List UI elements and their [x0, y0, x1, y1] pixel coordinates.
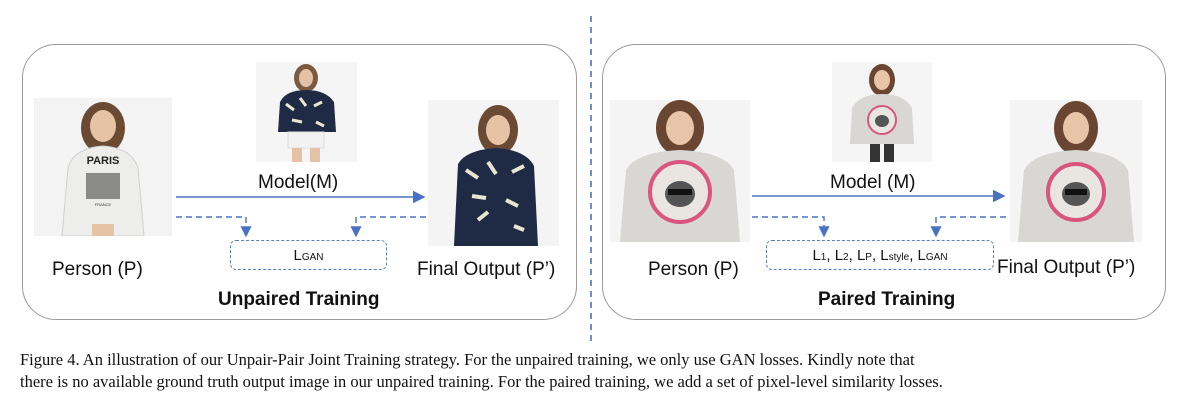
person-photo-right	[610, 100, 750, 242]
person-photo-left: PARIS FRANCE	[34, 98, 172, 236]
gan-loss-term: LGAN	[293, 246, 324, 264]
loss-lp: LP	[856, 246, 872, 264]
loss-l1: L1	[812, 246, 827, 264]
caption-line-2: there is no available ground truth outpu…	[20, 372, 943, 391]
loss-l2: L2	[834, 246, 849, 264]
gan-loss-box: LGAN	[230, 240, 387, 270]
model-photo-right	[832, 62, 932, 162]
caption-line-1: Figure 4. An illustration of our Unpair-…	[20, 350, 915, 369]
output-label-right: Final Output (P’)	[997, 257, 1136, 278]
output-photo-left	[428, 100, 559, 246]
loss-lstyle: Lstyle	[880, 246, 910, 264]
paired-loss-box: L1, L2, LP, Lstyle, LGAN	[766, 240, 994, 270]
loss-lgan: LGAN	[917, 246, 948, 264]
model-label-right: Model (M)	[830, 172, 916, 193]
person-label-left: Person (P)	[52, 259, 143, 280]
dashed-arrow-output-to-loss-left	[350, 216, 426, 238]
dashed-arrow-person-to-loss-left	[176, 216, 252, 238]
dashed-arrow-person-to-loss-right	[752, 216, 830, 238]
figure-caption: Figure 4. An illustration of our Unpair-…	[20, 349, 1165, 393]
output-label-left: Final Output (P’)	[417, 259, 556, 280]
model-photo-left	[256, 62, 357, 162]
tshirt-print-text: PARIS	[87, 155, 120, 167]
dashed-arrow-output-to-loss-right	[930, 216, 1006, 238]
person-label-right: Person (P)	[648, 259, 739, 280]
tshirt-small-text: FRANCE	[95, 202, 112, 207]
paired-training-title: Paired Training	[818, 289, 956, 310]
unpaired-training-title: Unpaired Training	[218, 289, 380, 310]
model-label-left: Model(M)	[258, 172, 339, 193]
output-photo-right	[1010, 100, 1142, 242]
